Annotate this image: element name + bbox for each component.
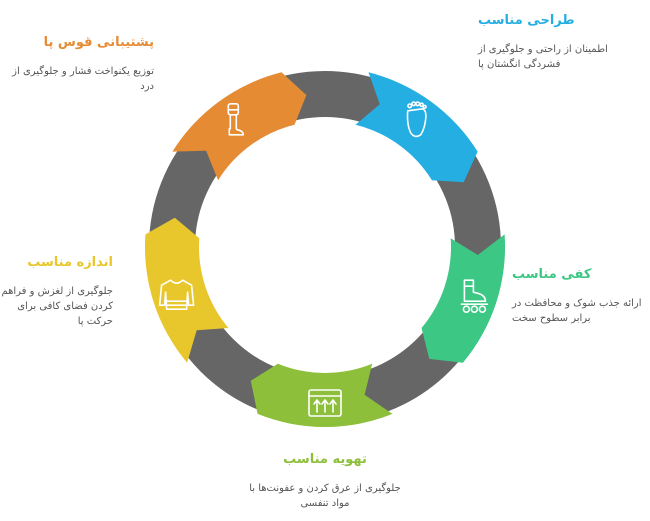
label-title: تهویه مناسب [283, 452, 367, 467]
label-arch-support: پشتیبانی قوس پا توزیع یکنواخت فشار و جلو… [4, 34, 154, 94]
roller-skate-icon [460, 279, 489, 314]
label-title: کفی مناسب [512, 267, 592, 282]
label-description: جلوگیری از عرق کردن و عفونت‌ها با مواد ت… [249, 483, 401, 509]
label-description: جلوگیری از لغزش و فراهم کردن فضای کافی ب… [1, 286, 113, 327]
label-description: توزیع یکنواخت فشار و جلوگیری از درد [12, 66, 154, 92]
label-title: اندازه مناسب [27, 255, 113, 270]
foot-sole-icon [406, 101, 427, 138]
label-proper-size: اندازه مناسب جلوگیری از لغزش و فراهم کرد… [1, 254, 113, 329]
segment-block-tl [172, 72, 307, 181]
label-proper-design: طراحی مناسب اطمینان از راحتی و جلوگیری ا… [478, 12, 638, 72]
prosthetic-leg-icon [227, 103, 245, 136]
sweater-icon [158, 279, 195, 311]
segment-block-r [421, 234, 506, 363]
label-description: ارائه جذب شوک و محافظت در برابر سطوح سخت [512, 298, 642, 324]
label-title: پشتیبانی قوس پا [43, 35, 154, 50]
segment-block-l [144, 217, 229, 363]
segment-block-tr [355, 72, 478, 183]
label-description: اطمینان از راحتی و جلوگیری از فشردگی انگ… [478, 44, 608, 70]
label-title: طراحی مناسب [478, 13, 575, 28]
ventilation-icon [308, 389, 342, 417]
label-proper-ventilation: تهویه مناسب جلوگیری از عرق کردن و عفونت‌… [240, 451, 410, 511]
label-proper-insole: کفی مناسب ارائه جذب شوک و محافظت در براب… [512, 266, 642, 326]
